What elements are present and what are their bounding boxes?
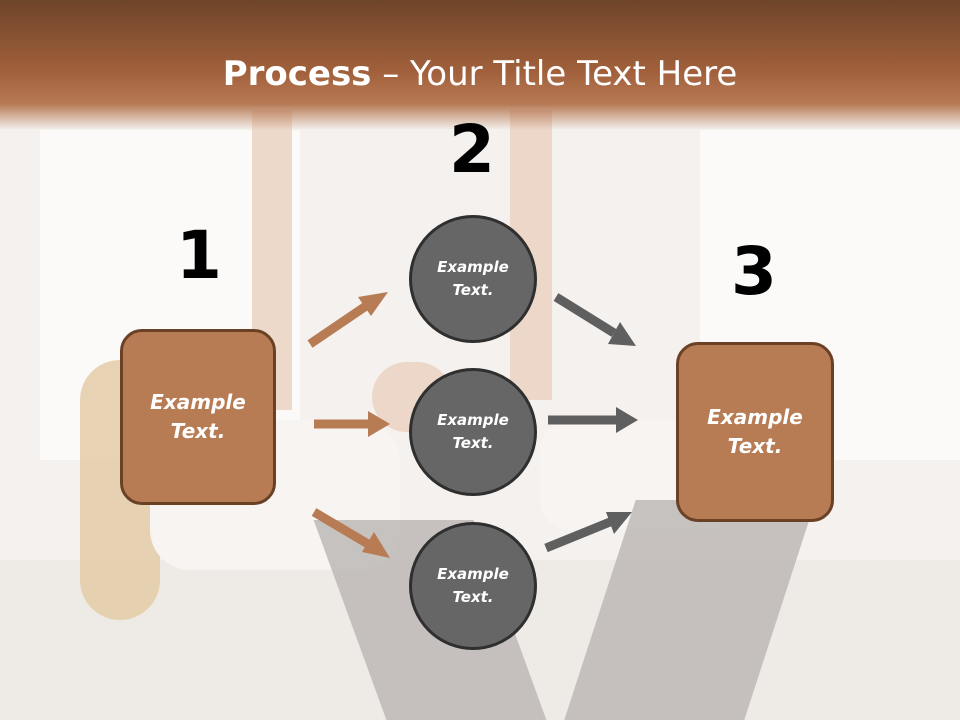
arrow-from-middle-circle	[548, 407, 638, 433]
process-box-right-text: Example Text.	[707, 405, 803, 458]
step-number-2: 2	[449, 111, 495, 188]
slide-title-rest: – Your Title Text Here	[371, 54, 738, 94]
process-box-left-text: Example Text.	[150, 390, 246, 443]
process-box-left[interactable]: Example Text.	[120, 329, 276, 505]
arrow-to-bottom-circle	[311, 508, 390, 558]
arrow-to-middle-circle	[314, 411, 390, 437]
process-box-right[interactable]: Example Text.	[676, 342, 834, 522]
process-circle-middle-text: Example Text.	[437, 411, 509, 452]
process-circle-middle[interactable]: Example Text.	[409, 368, 537, 496]
process-circle-bottom[interactable]: Example Text.	[409, 522, 537, 650]
arrow-from-bottom-circle	[544, 512, 632, 553]
process-circle-bottom-text: Example Text.	[437, 565, 509, 606]
arrow-from-top-circle	[553, 293, 636, 346]
slide-title-bold: Process	[222, 54, 372, 94]
process-circle-top-text: Example Text.	[437, 258, 509, 299]
arrow-to-top-circle	[307, 292, 388, 348]
slide-title: Process – Your Title Text Here	[0, 52, 960, 96]
step-number-3: 3	[731, 233, 777, 310]
step-number-1: 1	[176, 217, 222, 294]
process-circle-top[interactable]: Example Text.	[409, 215, 537, 343]
title-bar	[0, 0, 960, 130]
